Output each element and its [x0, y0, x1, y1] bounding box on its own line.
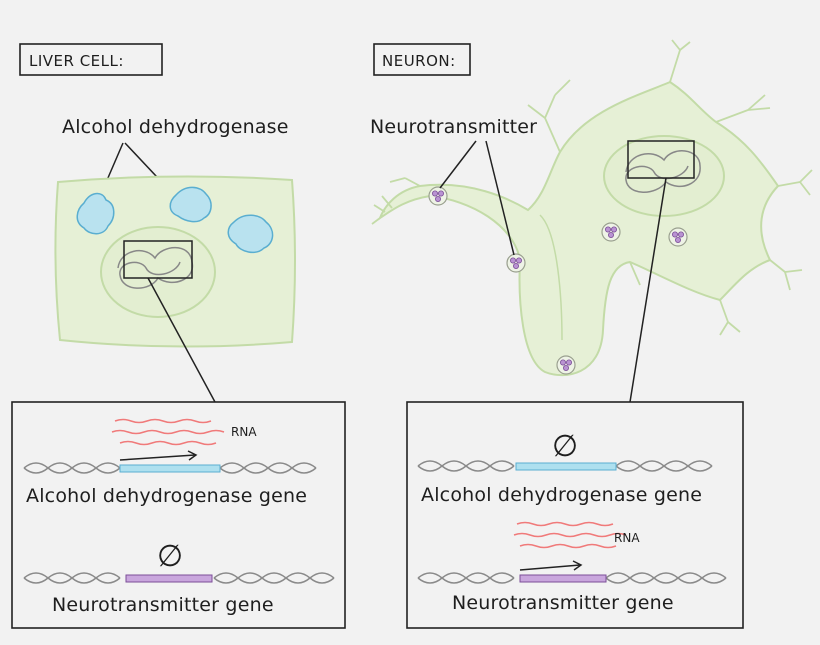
neuron-zoom-line: [629, 177, 667, 403]
arrow-head-icon: [572, 560, 583, 571]
liver-protein-label: Alcohol dehydrogenase: [62, 116, 289, 138]
neuron-dna-1: [417, 460, 713, 472]
neuron-nucleus: [603, 135, 725, 217]
enzyme-blob: [169, 186, 212, 223]
neurotransmitter-vesicle: [668, 227, 688, 247]
transcription-arrow: [119, 454, 196, 461]
enzyme-blob: [76, 192, 115, 235]
neurotransmitter-vesicle: [506, 253, 526, 273]
neuron-dendrites: [371, 39, 813, 336]
transcription-arrow: [519, 564, 581, 571]
neuron-rna-label: RNA: [614, 531, 640, 545]
neuron-title: NEURON:: [382, 52, 456, 70]
neuron-rna-strands: [513, 521, 627, 549]
neuron-title-box: NEURON:: [373, 43, 471, 76]
liver-gene2-label: Neurotransmitter gene: [52, 594, 274, 616]
axon-inner: [539, 214, 563, 341]
liver-title-box: LIVER CELL:: [19, 43, 163, 76]
neurotransmitter-gene-bar: [125, 574, 213, 583]
liver-null-symbol: ∅: [157, 539, 183, 574]
enzyme-blob: [227, 214, 274, 254]
alcohol-dehydrogenase-gene-bar: [515, 462, 617, 471]
liver-rna-label: RNA: [231, 425, 257, 439]
neuron-gene1-label: Alcohol dehydrogenase gene: [421, 484, 702, 506]
arrow-head-icon: [187, 450, 198, 461]
vesicle-pointer-line: [439, 140, 477, 189]
neurotransmitter-gene-bar: [519, 574, 607, 583]
alcohol-dehydrogenase-gene-bar: [119, 464, 221, 473]
liver-zoom-line: [147, 277, 216, 403]
liver-gene-panel: [11, 401, 346, 629]
neuron-protein-label: Neurotransmitter: [370, 116, 537, 138]
neurotransmitter-vesicle: [556, 355, 576, 375]
liver-dna-1: [23, 462, 317, 474]
liver-title: LIVER CELL:: [29, 52, 124, 70]
neuron-zoom-box: [627, 140, 695, 179]
neurotransmitter-vesicle: [601, 222, 621, 242]
liver-rna-strands: [111, 418, 225, 446]
neuron-gene-panel: [406, 401, 744, 629]
neuron-gene2-label: Neurotransmitter gene: [452, 592, 674, 614]
liver-gene1-label: Alcohol dehydrogenase gene: [26, 485, 307, 507]
liver-dna-2: [23, 572, 335, 584]
neuron-dna-2: [417, 572, 727, 584]
liver-zoom-box: [123, 240, 193, 279]
vesicle-pointer-line: [485, 140, 515, 256]
neurotransmitter-vesicle: [428, 186, 448, 206]
liver-nucleus: [100, 226, 216, 318]
neuron-null-symbol: ∅: [552, 429, 578, 464]
